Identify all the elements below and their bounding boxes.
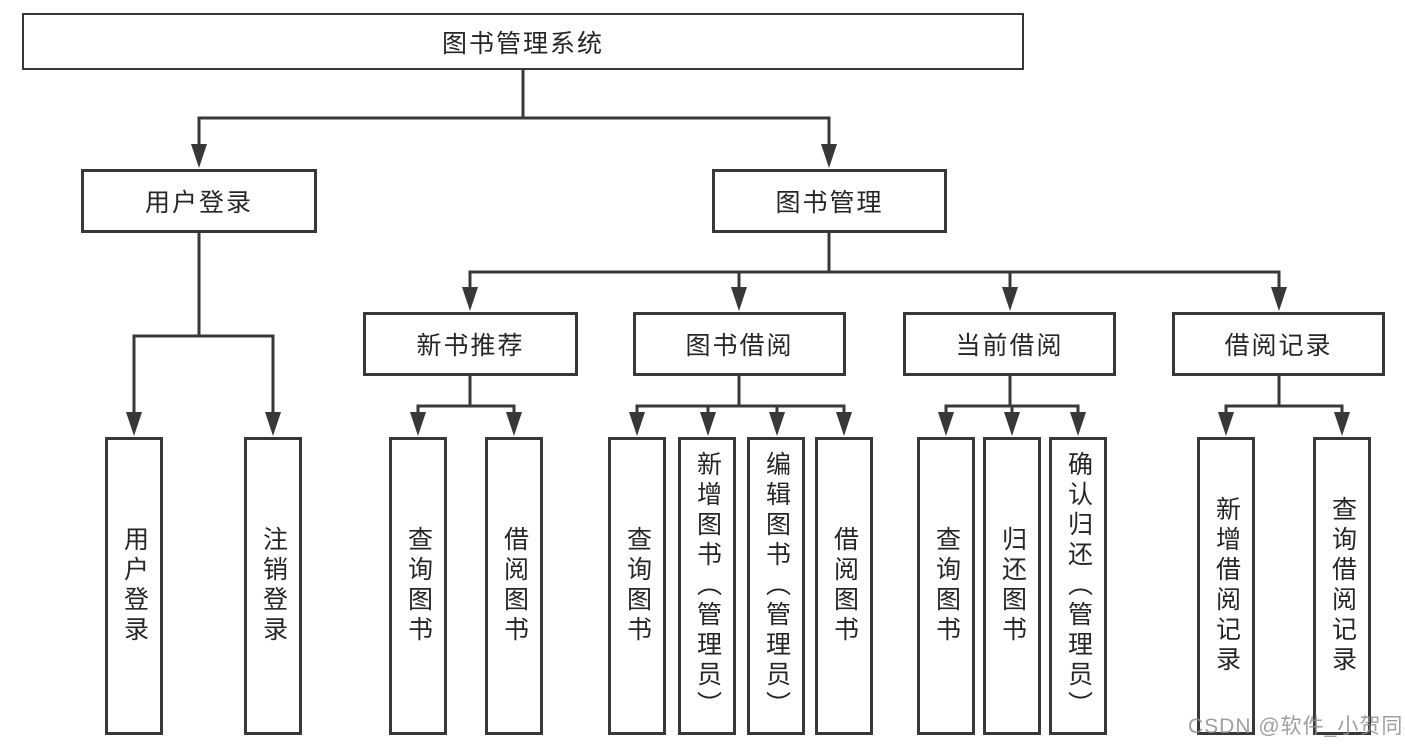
leaf-add-books-admin: 新增图书（管理员）: [678, 437, 736, 735]
node-borrowing-records: 借阅记录: [1172, 312, 1385, 376]
node-label: 当前借阅: [955, 332, 1064, 360]
leaf-label: 确认归还（管理员）: [1064, 451, 1093, 721]
node-label: 借阅记录: [1224, 332, 1333, 360]
leaf-label: 注销登录: [259, 526, 288, 646]
leaf-label: 查询图书: [932, 526, 961, 646]
leaf-query-books-borrowing: 查询图书: [608, 437, 666, 735]
leaf-query-books-recommend: 查询图书: [389, 437, 447, 735]
node-label: 图书管理系统: [441, 29, 604, 58]
node-label: 图书借阅: [685, 332, 794, 360]
node-label: 新书推荐: [416, 332, 525, 360]
leaf-logout: 注销登录: [244, 437, 302, 735]
node-user-login: 用户登录: [81, 169, 317, 233]
csdn-watermark: CSDN @软件_小贺同学: [1188, 715, 1405, 738]
leaf-label: 借阅图书: [500, 526, 529, 646]
leaf-add-borrow-record: 新增借阅记录: [1197, 437, 1255, 735]
node-library-management-system: 图书管理系统: [22, 13, 1024, 70]
leaf-label: 查询图书: [404, 526, 433, 646]
leaf-user-login: 用户登录: [105, 437, 163, 735]
leaf-return-books: 归还图书: [983, 437, 1041, 735]
leaf-query-borrow-record: 查询借阅记录: [1313, 437, 1371, 735]
leaf-borrow-books-borrowing: 借阅图书: [815, 437, 873, 735]
node-label: 图书管理: [775, 189, 884, 217]
leaf-label: 归还图书: [998, 526, 1027, 646]
arrowheads: [126, 144, 1350, 436]
leaf-label: 编辑图书（管理员）: [762, 451, 791, 721]
leaf-label: 新增借阅记录: [1212, 496, 1241, 676]
node-book-management: 图书管理: [712, 169, 947, 233]
node-book-borrowing: 图书借阅: [633, 312, 846, 376]
leaf-borrow-books-recommend: 借阅图书: [485, 437, 543, 735]
leaf-query-books-current: 查询图书: [917, 437, 975, 735]
node-current-borrowing: 当前借阅: [903, 312, 1116, 376]
leaf-label: 查询借阅记录: [1328, 496, 1357, 676]
node-new-book-recommendation: 新书推荐: [363, 312, 578, 376]
leaf-label: 新增图书（管理员）: [693, 451, 722, 721]
leaf-edit-books-admin: 编辑图书（管理员）: [747, 437, 805, 735]
leaf-label: 查询图书: [623, 526, 652, 646]
node-label: 用户登录: [144, 189, 253, 217]
leaf-label: 用户登录: [120, 526, 149, 646]
leaf-label: 借阅图书: [830, 526, 859, 646]
leaf-confirm-return-admin: 确认归还（管理员）: [1049, 437, 1107, 735]
